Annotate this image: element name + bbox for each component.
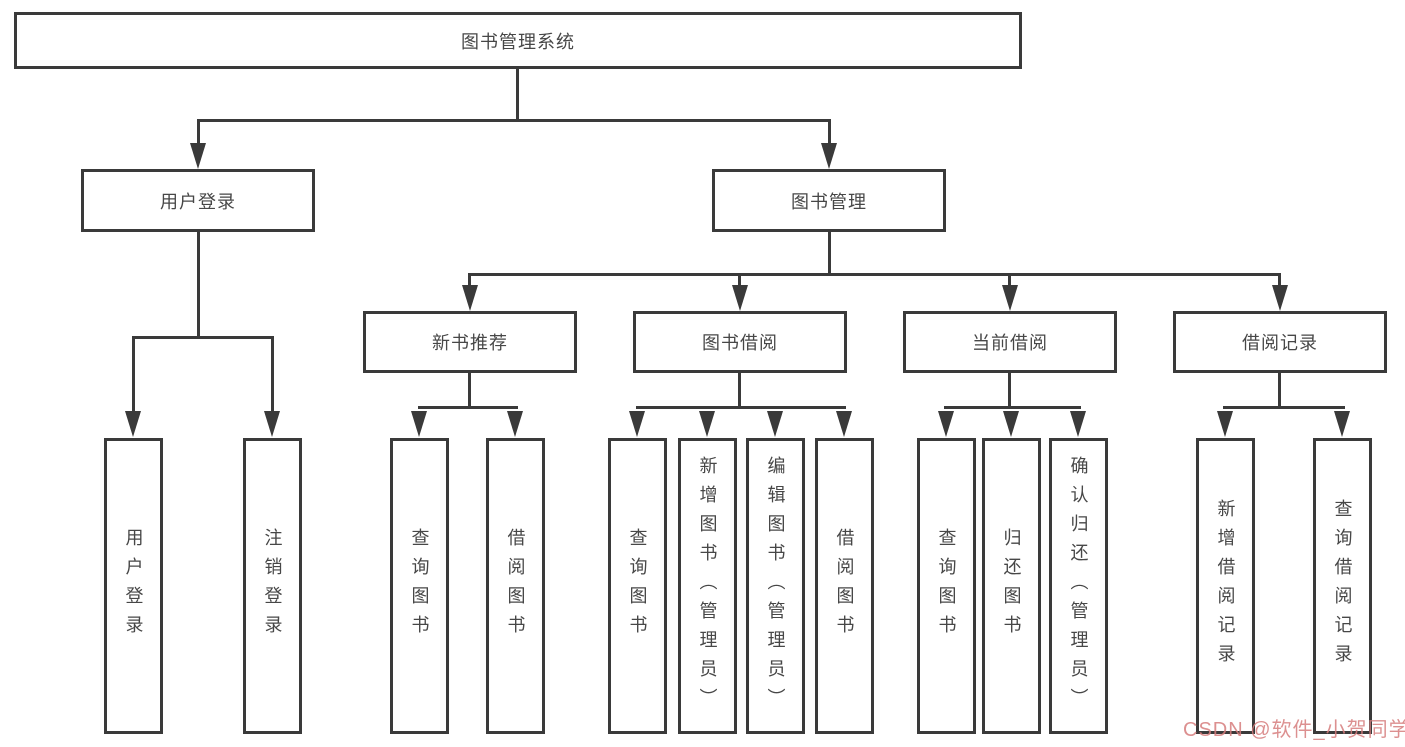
node-new-book-recommend: 新书推荐 (363, 311, 577, 373)
connector-line (271, 336, 274, 413)
connector-line (944, 406, 1081, 409)
connector-line (132, 336, 274, 339)
node-leaf-logout: 注销登录 (243, 438, 302, 734)
connector-line (1008, 273, 1011, 289)
connector-line (1278, 273, 1281, 289)
node-user-login: 用户登录 (81, 169, 315, 232)
connector-line (468, 373, 471, 409)
node-leaf-borrow-books-1: 借阅图书 (486, 438, 545, 734)
arrowhead (821, 143, 837, 169)
arrowhead (462, 285, 478, 311)
node-leaf-query-books-3: 查询图书 (917, 438, 976, 734)
node-leaf-query-borrow-record: 查询借阅记录 (1313, 438, 1372, 734)
arrowhead (699, 411, 715, 437)
node-root: 图书管理系统 (14, 12, 1022, 69)
arrowhead (190, 143, 206, 169)
arrowhead (507, 411, 523, 437)
node-current-borrow: 当前借阅 (903, 311, 1117, 373)
leaf-label: 确认归还（管理员） (1068, 455, 1089, 717)
group-label: 借阅记录 (1242, 333, 1318, 353)
arrowhead (411, 411, 427, 437)
connector-line (828, 119, 831, 149)
arrowhead (767, 411, 783, 437)
leaf-label: 查询图书 (936, 528, 957, 644)
connector-line (828, 232, 831, 276)
arrowhead (264, 411, 280, 437)
node-book-management-label: 图书管理 (791, 191, 867, 212)
arrowhead (836, 411, 852, 437)
connector-line (1223, 406, 1345, 409)
node-leaf-user-login: 用户登录 (104, 438, 163, 734)
arrowhead (629, 411, 645, 437)
node-leaf-query-books-2: 查询图书 (608, 438, 667, 734)
node-borrow-records: 借阅记录 (1173, 311, 1387, 373)
group-label: 新书推荐 (432, 333, 508, 353)
connector-line (132, 336, 135, 413)
node-leaf-return-books: 归还图书 (982, 438, 1041, 734)
leaf-label: 编辑图书（管理员） (765, 455, 786, 717)
arrowhead (1070, 411, 1086, 437)
connector-line (468, 273, 471, 289)
arrowhead (732, 285, 748, 311)
node-root-label: 图书管理系统 (461, 31, 575, 52)
arrowhead (938, 411, 954, 437)
node-book-management: 图书管理 (712, 169, 946, 232)
node-leaf-borrow-books-2: 借阅图书 (815, 438, 874, 734)
leaf-label: 查询借阅记录 (1332, 499, 1353, 673)
leaf-label: 用户登录 (123, 528, 144, 644)
leaf-label: 注销登录 (262, 528, 283, 644)
node-leaf-add-borrow-record: 新增借阅记录 (1196, 438, 1255, 734)
leaf-label: 归还图书 (1001, 528, 1022, 644)
leaf-label: 查询图书 (409, 528, 430, 644)
node-user-login-label: 用户登录 (160, 191, 236, 212)
node-leaf-add-books-admin: 新增图书（管理员） (678, 438, 737, 734)
connector-line (1008, 373, 1011, 409)
leaf-label: 新增借阅记录 (1215, 499, 1236, 673)
leaf-label: 查询图书 (627, 528, 648, 644)
leaf-label: 借阅图书 (834, 528, 855, 644)
arrowhead (1003, 411, 1019, 437)
arrowhead (1334, 411, 1350, 437)
node-leaf-edit-books-admin: 编辑图书（管理员） (746, 438, 805, 734)
arrowhead (1002, 285, 1018, 311)
connector-line (468, 273, 1281, 276)
group-label: 图书借阅 (702, 333, 778, 353)
node-leaf-query-books-1: 查询图书 (390, 438, 449, 734)
arrowhead (125, 411, 141, 437)
csdn-watermark: CSDN @软件_小贺同学 (1183, 719, 1405, 741)
node-book-borrow: 图书借阅 (633, 311, 847, 373)
connector-line (738, 273, 741, 289)
connector-line (197, 232, 200, 339)
arrowhead (1217, 411, 1233, 437)
leaf-label: 新增图书（管理员） (697, 455, 718, 717)
connector-line (738, 373, 741, 409)
connector-line (197, 119, 200, 149)
arrowhead (1272, 285, 1288, 311)
group-label: 当前借阅 (972, 333, 1048, 353)
connector-line (418, 406, 518, 409)
connector-line (1278, 373, 1281, 409)
leaf-label: 借阅图书 (505, 528, 526, 644)
connector-line (636, 406, 846, 409)
connector-line (516, 69, 519, 121)
connector-line (197, 119, 831, 122)
node-leaf-confirm-return-admin: 确认归还（管理员） (1049, 438, 1108, 734)
